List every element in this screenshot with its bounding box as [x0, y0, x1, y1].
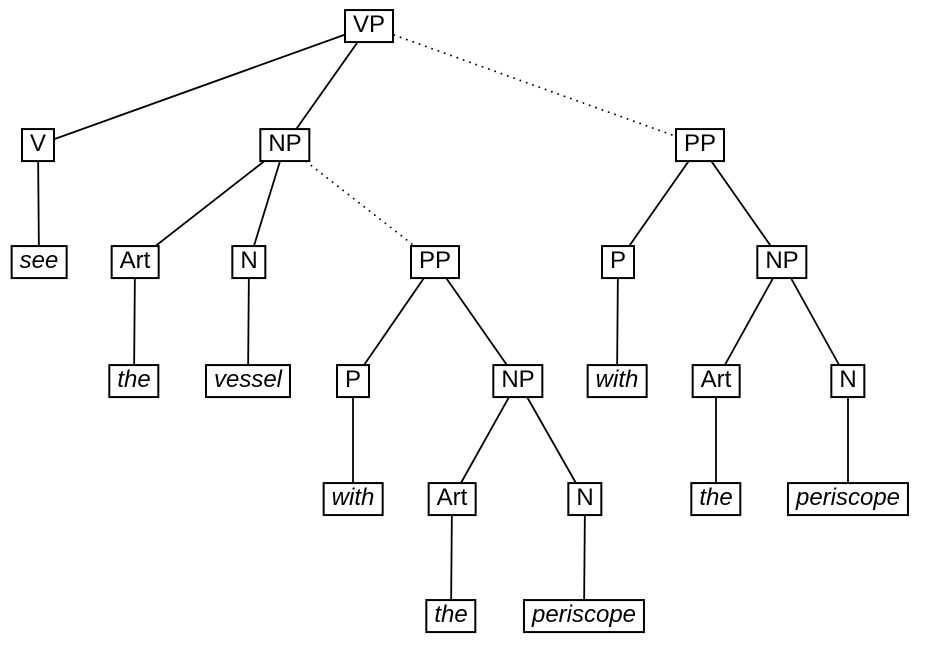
tree-node-vp: VP [343, 9, 395, 43]
edge-vp-np-obj [284, 25, 370, 146]
tree-node-p-np: P [335, 364, 371, 398]
edge-art-obj-the-obj [133, 261, 136, 382]
tree-node-v: V [20, 128, 56, 162]
edge-p-vp-with-vp [616, 261, 619, 382]
tree-node-with-vp: with [586, 364, 648, 398]
edge-np-of-pp-np-art-pp-np [451, 380, 519, 500]
tree-node-with-np: with [322, 482, 384, 516]
tree-node-pp-np: PP [409, 245, 461, 279]
tree-node-np-of-pp-vp: NP [756, 245, 808, 279]
tree-node-pp-vp: PP [674, 128, 726, 162]
tree-node-periscope-pp-vp: periscope [786, 482, 910, 516]
tree-node-periscope-pp-np: periscope [522, 599, 646, 633]
edge-n-pp-np-periscope-pp-np [583, 498, 586, 617]
tree-node-the-pp-np: the [425, 599, 477, 633]
tree-node-n-pp-vp: N [830, 364, 866, 398]
edge-art-pp-np-the-pp-np [450, 498, 453, 617]
edge-np-of-pp-vp-n-pp-vp [781, 261, 849, 382]
edge-n-obj-vessel [247, 261, 250, 382]
edge-np-of-pp-np-n-pp-np [517, 380, 586, 500]
edge-pp-vp-np-of-pp-vp [699, 144, 783, 263]
edge-vp-v [37, 25, 370, 146]
tree-node-p-vp: P [600, 245, 636, 279]
edge-np-obj-n-obj [248, 144, 286, 263]
edge-pp-vp-p-vp [617, 144, 701, 263]
edge-pp-np-p-np [352, 261, 436, 382]
edge-v-see [37, 144, 40, 263]
edge-pp-np-np-of-pp-np [434, 261, 519, 382]
tree-node-the-pp-vp: the [690, 482, 742, 516]
tree-node-n-obj: N [231, 245, 267, 279]
edge-np-obj-art-obj [134, 144, 286, 263]
tree-node-np-obj: NP [259, 128, 311, 162]
tree-node-vessel: vessel [204, 364, 292, 398]
edge-np-of-pp-vp-art-pp-vp [715, 261, 783, 382]
tree-node-art-pp-np: Art [427, 482, 477, 516]
tree-node-n-pp-np: N [567, 482, 603, 516]
tree-node-np-of-pp-np: NP [492, 364, 544, 398]
tree-node-art-pp-vp: Art [691, 364, 741, 398]
tree-node-the-obj: the [108, 364, 160, 398]
tree-node-see: see [10, 245, 68, 279]
tree-node-art-obj: Art [110, 245, 160, 279]
